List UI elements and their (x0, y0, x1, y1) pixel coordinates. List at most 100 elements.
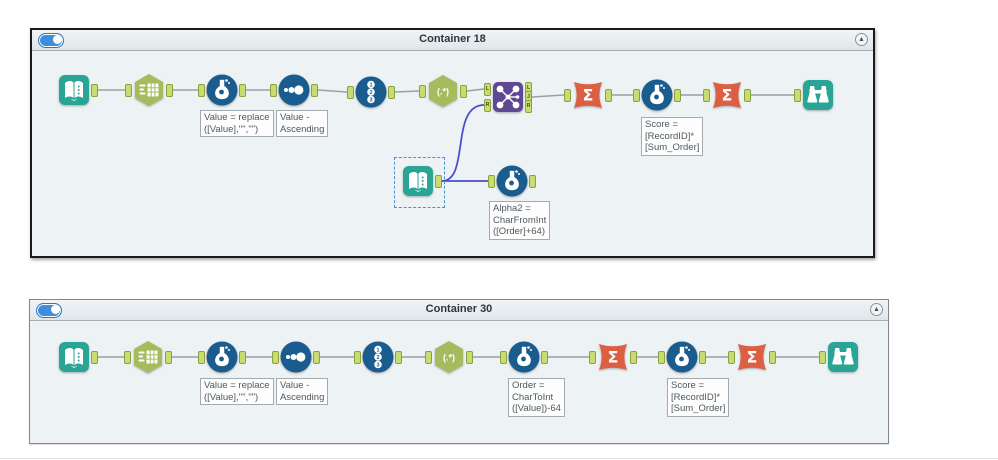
output-anchor[interactable] (630, 350, 637, 364)
input-anchor[interactable] (500, 350, 507, 364)
output-anchor[interactable] (460, 84, 467, 98)
tool-sort[interactable] (279, 340, 313, 374)
input-anchor[interactable] (728, 350, 735, 364)
input-anchor[interactable] (589, 350, 596, 364)
tool-browse[interactable] (801, 78, 835, 112)
tool-formula[interactable] (665, 340, 699, 374)
input-anchor[interactable] (564, 88, 571, 102)
output-anchor[interactable] (435, 174, 442, 188)
input-anchor[interactable] (425, 350, 432, 364)
output-anchor[interactable] (466, 350, 473, 364)
input-anchor[interactable] (703, 88, 710, 102)
tool-summarize[interactable]: Σ (710, 78, 744, 112)
input-anchor[interactable] (354, 350, 361, 364)
tool-summarize[interactable]: Σ (735, 340, 769, 374)
collapse-button[interactable]: ▲ (855, 33, 868, 46)
input-anchor[interactable]: L (484, 82, 491, 96)
output-anchor[interactable] (388, 85, 395, 99)
tool-regex[interactable]: (.*) (426, 74, 460, 108)
container-enable-toggle[interactable] (38, 33, 64, 48)
tool-input-data[interactable] (57, 73, 91, 107)
annotation-line: CharFromInt (493, 214, 547, 226)
svg-text:2: 2 (369, 90, 372, 96)
annotation-line: Score = (671, 380, 705, 391)
input-anchor[interactable] (419, 84, 426, 98)
formula-icon (641, 79, 673, 111)
tool-annotation[interactable]: Score =[RecordID]*[Sum_Order] (667, 378, 730, 417)
tool-annotation[interactable]: Alpha2 =CharFromInt([Order]+64) (489, 201, 551, 240)
sort-icon (278, 74, 310, 106)
tool-annotation[interactable]: Value = replace([Value],'"',"") (200, 378, 274, 405)
output-anchor[interactable] (744, 88, 751, 102)
tool-summarize[interactable]: Σ (596, 340, 630, 374)
formula-icon (206, 341, 238, 373)
tool-input-data[interactable] (401, 164, 435, 198)
input-anchor[interactable]: R (484, 98, 491, 112)
tool-formula[interactable] (205, 73, 239, 107)
output-anchor[interactable] (239, 350, 246, 364)
svg-text:2: 2 (376, 355, 379, 361)
annotation-line: ([Value],'"',"") (204, 391, 259, 403)
tool-input-data[interactable] (57, 340, 91, 374)
output-anchor[interactable] (699, 350, 706, 364)
tool-text-to-columns[interactable] (131, 340, 165, 374)
input-anchor[interactable] (488, 174, 495, 188)
output-anchor[interactable] (91, 350, 98, 364)
tool-annotation[interactable]: Value = replace([Value],'"',"") (200, 110, 274, 137)
input-anchor[interactable] (198, 350, 205, 364)
input-anchor[interactable] (125, 83, 132, 97)
tool-sort[interactable] (277, 73, 311, 107)
tool-annotation[interactable]: Order =CharToInt([Value])-64 (508, 378, 565, 417)
tool-regex[interactable]: (.*) (432, 340, 466, 374)
input-anchor[interactable] (347, 85, 354, 99)
tool-record-id[interactable]: 1 2 3 (354, 75, 388, 109)
output-anchor[interactable] (239, 83, 246, 97)
summarize-icon: Σ (738, 344, 766, 370)
tool-text-to-columns[interactable] (132, 73, 166, 107)
selection-outline (393, 156, 445, 208)
input-anchor[interactable] (794, 88, 801, 102)
tool-formula[interactable] (507, 340, 541, 374)
tool-record-id[interactable]: 1 2 3 (361, 340, 395, 374)
tool-formula[interactable] (495, 164, 529, 198)
svg-text:3: 3 (376, 362, 379, 368)
container-header[interactable]: Container 30▲ (30, 300, 888, 321)
tool-summarize[interactable]: Σ (571, 78, 605, 112)
tool-formula[interactable] (640, 78, 674, 112)
container-30[interactable]: Container 30▲ (29, 299, 889, 444)
formula-icon (206, 74, 238, 106)
output-anchor[interactable] (605, 88, 612, 102)
tool-join[interactable] (491, 80, 525, 114)
output-anchor[interactable] (395, 350, 402, 364)
output-anchor[interactable] (769, 350, 776, 364)
collapse-button[interactable]: ▲ (870, 303, 883, 316)
input-anchor[interactable] (272, 350, 279, 364)
output-anchor[interactable] (541, 350, 548, 364)
output-anchor[interactable] (529, 174, 536, 188)
tool-formula[interactable] (205, 340, 239, 374)
input-anchor[interactable] (270, 83, 277, 97)
output-anchor[interactable] (165, 350, 172, 364)
output-anchor[interactable] (313, 350, 320, 364)
output-anchor[interactable] (166, 83, 173, 97)
container-18[interactable]: Container 18▲ (30, 28, 875, 258)
tool-annotation[interactable]: Value -Ascending (276, 110, 329, 137)
tool-annotation[interactable]: Score =[RecordID]*[Sum_Order] (641, 117, 704, 156)
input-anchor[interactable] (633, 88, 640, 102)
container-header[interactable]: Container 18▲ (32, 30, 873, 51)
output-anchor[interactable] (674, 88, 681, 102)
annotation-line: ([Value])-64 (512, 403, 561, 414)
annotation-line: [Sum_Order] (645, 142, 700, 153)
output-anchor[interactable]: R (525, 99, 532, 113)
input-anchor[interactable] (819, 350, 826, 364)
tool-annotation[interactable]: Value -Ascending (276, 378, 329, 405)
input-anchor[interactable] (198, 83, 205, 97)
container-enable-toggle[interactable] (36, 303, 62, 318)
tool-browse[interactable] (826, 340, 860, 374)
output-anchor[interactable] (311, 83, 318, 97)
output-anchor[interactable] (91, 83, 98, 97)
input-anchor[interactable] (124, 350, 131, 364)
input-anchor[interactable] (658, 350, 665, 364)
input-data-icon (59, 75, 89, 105)
